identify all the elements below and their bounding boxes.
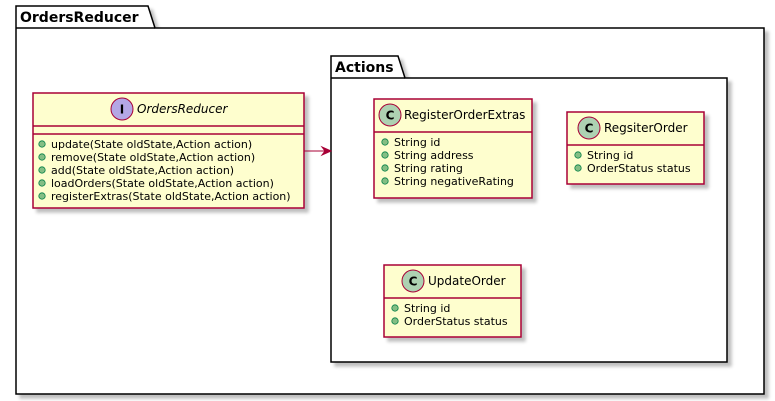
interface-name: OrdersReducer <box>137 102 228 116</box>
field-row: String address <box>394 149 474 162</box>
package-ordersreducer-title: OrdersReducer <box>20 10 139 26</box>
field-row: String id <box>394 136 440 149</box>
method-row: update(State oldState,Action action) <box>51 138 252 151</box>
interface-ordersreducer[interactable]: I OrdersReducer update(State oldState,Ac… <box>32 92 305 209</box>
class-badge-icon <box>378 103 402 127</box>
class-name: RegsiterOrder <box>604 121 688 135</box>
class-name: UpdateOrder <box>428 274 506 288</box>
class-name: RegisterOrderExtras <box>404 108 525 122</box>
field-row: String id <box>587 149 633 162</box>
class-registerorderextras[interactable]: C RegisterOrderExtras String id String a… <box>373 98 533 199</box>
interface-stereotype: I <box>120 103 124 117</box>
field-row: OrderStatus status <box>404 315 508 328</box>
method-row: registerExtras(State oldState,Action act… <box>51 190 291 203</box>
field-row: String rating <box>394 162 463 175</box>
class-updateorder[interactable]: C UpdateOrder String id OrderStatus stat… <box>383 264 522 338</box>
class-stereotype: C <box>585 122 594 136</box>
package-actions-title: Actions <box>335 60 394 76</box>
method-row: remove(State oldState,Action action) <box>51 151 255 164</box>
method-row: loadOrders(State oldState,Action action) <box>51 177 274 190</box>
interface-badge-icon <box>110 97 134 121</box>
class-stereotype: C <box>409 275 418 289</box>
interface-methods: update(State oldState,Action action) rem… <box>38 138 291 203</box>
field-row: String id <box>404 302 450 315</box>
method-row: add(State oldState,Action action) <box>51 164 234 177</box>
class-regsiterorder[interactable]: C RegsiterOrder String id OrderStatus st… <box>566 111 705 185</box>
class-stereotype: C <box>386 109 395 123</box>
field-row: String negativeRating <box>394 175 514 188</box>
dependency-arrow <box>304 145 333 157</box>
class-badge-icon <box>577 116 601 140</box>
field-row: OrderStatus status <box>587 162 691 175</box>
class-badge-icon <box>401 269 425 293</box>
